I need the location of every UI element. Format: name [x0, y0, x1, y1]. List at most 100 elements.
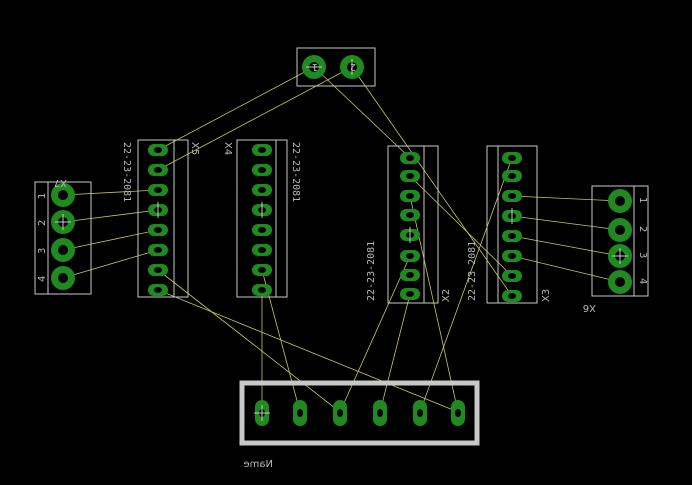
airwire	[157, 66, 353, 171]
x4-pads	[252, 144, 272, 296]
airwire	[62, 209, 159, 223]
x4-drill	[258, 147, 266, 153]
x7-pin-label: 4	[37, 276, 48, 282]
airwire	[157, 66, 315, 151]
x6-pin-label: 1	[637, 197, 648, 203]
header-drill	[377, 409, 383, 417]
x6-pin-label: 4	[637, 278, 648, 284]
airwire	[351, 66, 513, 297]
header-connector[interactable]: Name	[239, 380, 480, 470]
x4-drill	[258, 187, 266, 193]
x2-drill	[406, 155, 414, 161]
header-drill	[455, 409, 461, 417]
airwire	[62, 189, 159, 196]
header-outline	[239, 380, 480, 446]
airwire	[419, 157, 513, 413]
x6-drill	[615, 196, 625, 206]
x7-drill	[58, 245, 68, 255]
x3-value: 22-23-2081	[467, 241, 478, 301]
x2-drill	[406, 291, 414, 297]
x2-value: 22-23-2081	[366, 241, 377, 301]
x7-pin-label: 1	[37, 193, 48, 199]
airwire	[339, 255, 411, 413]
x5-pads	[148, 144, 168, 296]
x2-outline	[387, 145, 439, 304]
x6-drill	[615, 277, 625, 287]
x3-outline	[486, 145, 538, 304]
airwire	[379, 293, 411, 413]
connector-x1[interactable]: 1 2	[296, 47, 376, 87]
x6-name: X6	[583, 302, 596, 313]
connector-x6[interactable]: X6 1 2 3 4	[583, 185, 649, 313]
airwire	[157, 269, 341, 413]
airwire	[511, 235, 621, 257]
airwire	[409, 175, 513, 277]
airwire	[62, 229, 159, 251]
x5-value: 22-23-2081	[121, 142, 132, 202]
x7-pin-label: 3	[37, 248, 48, 254]
x4-drill	[258, 267, 266, 273]
x2-drill	[406, 253, 414, 259]
airwire	[62, 249, 159, 279]
x7-drill	[58, 190, 68, 200]
x3-drill	[508, 155, 516, 161]
connector-x2[interactable]: 22-23-2081 X2	[366, 145, 452, 304]
header-drill	[337, 409, 343, 417]
airwire	[511, 195, 621, 202]
x3-name: X3	[541, 289, 552, 302]
x4-outline	[236, 139, 288, 298]
x4-drill	[258, 227, 266, 233]
x3-drill	[508, 193, 516, 199]
x5-outline	[137, 139, 189, 298]
airwires	[62, 66, 621, 413]
connector-x5[interactable]: 22-23-2081 X5	[121, 139, 200, 298]
x4-name: X4	[222, 142, 233, 155]
x4-value: 22-23-2081	[290, 142, 301, 202]
x6-pin-label: 2	[637, 226, 648, 232]
header-drill	[297, 409, 303, 417]
x4-drill	[258, 287, 266, 293]
x6-outline	[591, 185, 649, 297]
x5-drill	[154, 187, 162, 193]
airwire	[157, 289, 459, 413]
x1-pin-label: 2	[350, 61, 356, 72]
x2-drill	[406, 193, 414, 199]
x3-drill	[508, 273, 516, 279]
x3-drill	[508, 233, 516, 239]
connector-x7[interactable]: X7 1 2 3 4	[34, 177, 92, 295]
x3-drill	[508, 173, 516, 179]
airwire	[511, 255, 621, 283]
x4-drill	[258, 167, 266, 173]
x6-pin-label: 3	[637, 252, 648, 258]
x5-drill	[154, 287, 162, 293]
x7-drill	[58, 273, 68, 283]
airwire	[511, 215, 621, 231]
x5-name: X5	[189, 142, 200, 155]
x4-drill	[258, 247, 266, 253]
airwire	[313, 66, 411, 159]
x5-drill	[154, 247, 162, 253]
connector-x4[interactable]: X4 22-23-2081	[222, 139, 301, 298]
x7-outline	[34, 181, 92, 295]
x3-drill	[508, 253, 516, 259]
x6-drill	[615, 225, 625, 235]
header-drill	[417, 409, 423, 417]
x2-pads	[400, 152, 420, 300]
x5-drill	[154, 267, 162, 273]
x1-outline	[296, 47, 376, 87]
x1-pin-label: 1	[312, 61, 318, 72]
x3-pads	[502, 152, 522, 302]
x2-drill	[406, 173, 414, 179]
header-name: Name	[243, 459, 273, 470]
x2-name: X2	[441, 289, 452, 302]
connector-x3[interactable]: 22-23-2081 X3	[467, 145, 552, 304]
airwire	[409, 195, 459, 413]
x5-drill	[154, 167, 162, 173]
x2-drill	[406, 212, 414, 218]
x5-drill	[154, 227, 162, 233]
x7-name: X7	[54, 177, 67, 188]
x2-drill	[406, 272, 414, 278]
x5-drill	[154, 147, 162, 153]
x3-drill	[508, 293, 516, 299]
